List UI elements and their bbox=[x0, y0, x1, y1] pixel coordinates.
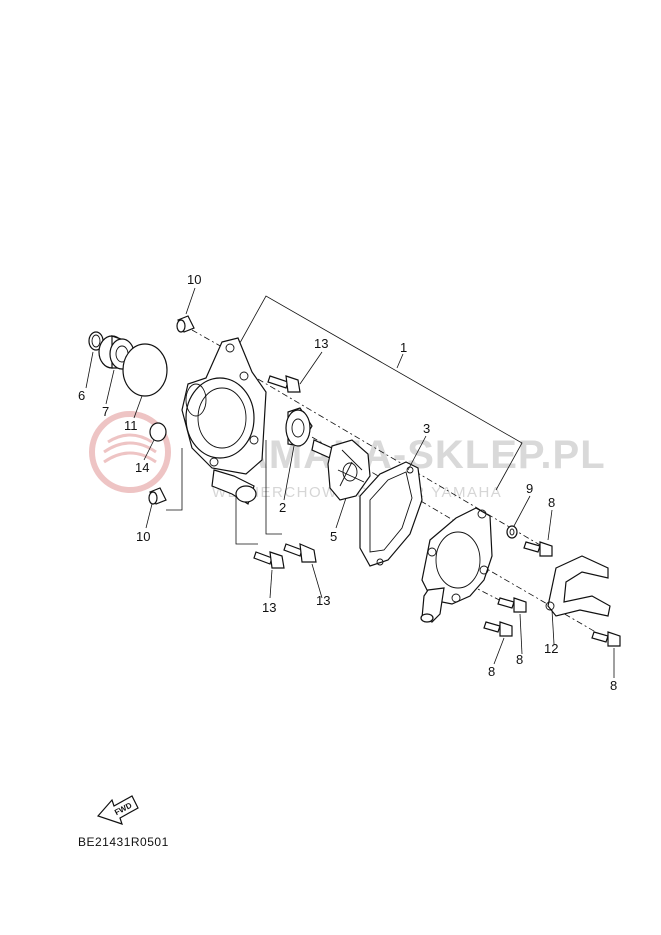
callout-8-upper: 8 bbox=[548, 495, 555, 510]
part-2-oil-seal bbox=[285, 407, 313, 447]
callout-8-lower: 8 bbox=[488, 664, 495, 679]
part-12-bracket bbox=[545, 555, 611, 617]
callout-13-top: 13 bbox=[314, 336, 328, 351]
callout-14: 14 bbox=[135, 460, 149, 475]
callout-10-bottom: 10 bbox=[136, 529, 150, 544]
part-13-bolt-top bbox=[267, 375, 301, 393]
pump-housing bbox=[181, 337, 267, 505]
callout-11: 11 bbox=[124, 418, 138, 433]
part-3-gasket bbox=[359, 461, 423, 567]
callout-3: 3 bbox=[423, 421, 430, 436]
callout-8-right: 8 bbox=[610, 678, 617, 693]
pump-cover bbox=[420, 507, 493, 623]
part-11-o-ring bbox=[122, 343, 168, 397]
part-8-bolt-lower bbox=[483, 621, 513, 637]
callout-10-top: 10 bbox=[187, 272, 201, 287]
callout-5: 5 bbox=[330, 529, 337, 544]
callout-9: 9 bbox=[526, 481, 533, 496]
callouts: 1 2 3 5 6 7 8 8 8 8 9 10 10 11 12 13 13 … bbox=[78, 272, 617, 693]
assembly-bracket-1 bbox=[235, 295, 523, 491]
callout-1: 1 bbox=[400, 340, 407, 355]
part-9-washer bbox=[506, 525, 518, 539]
part-10-dowel-pin-bottom bbox=[148, 487, 167, 505]
callout-2: 2 bbox=[279, 500, 286, 515]
part-8-bolt-middle bbox=[497, 597, 527, 613]
callout-13-lower-right: 13 bbox=[316, 593, 330, 608]
part-5-impeller bbox=[311, 439, 371, 501]
callout-13-lower-left: 13 bbox=[262, 600, 276, 615]
diagram-code: BE21431R0501 bbox=[78, 835, 169, 849]
callout-7: 7 bbox=[102, 404, 109, 419]
part-8-bolt-upper bbox=[523, 541, 553, 557]
fwd-arrow: FWD bbox=[96, 795, 139, 825]
part-10-dowel-pin-top bbox=[176, 315, 195, 333]
callout-6: 6 bbox=[78, 388, 85, 403]
part-8-bolt-right bbox=[591, 631, 621, 647]
part-13-bolt-lower-right bbox=[283, 543, 317, 563]
callout-12: 12 bbox=[544, 641, 558, 656]
part-13-bolt-lower-left bbox=[253, 551, 285, 569]
watermark-logo-ring bbox=[89, 411, 171, 493]
leader-lines bbox=[85, 287, 615, 678]
callout-8-middle: 8 bbox=[516, 652, 523, 667]
part-14-o-ring bbox=[149, 422, 167, 442]
